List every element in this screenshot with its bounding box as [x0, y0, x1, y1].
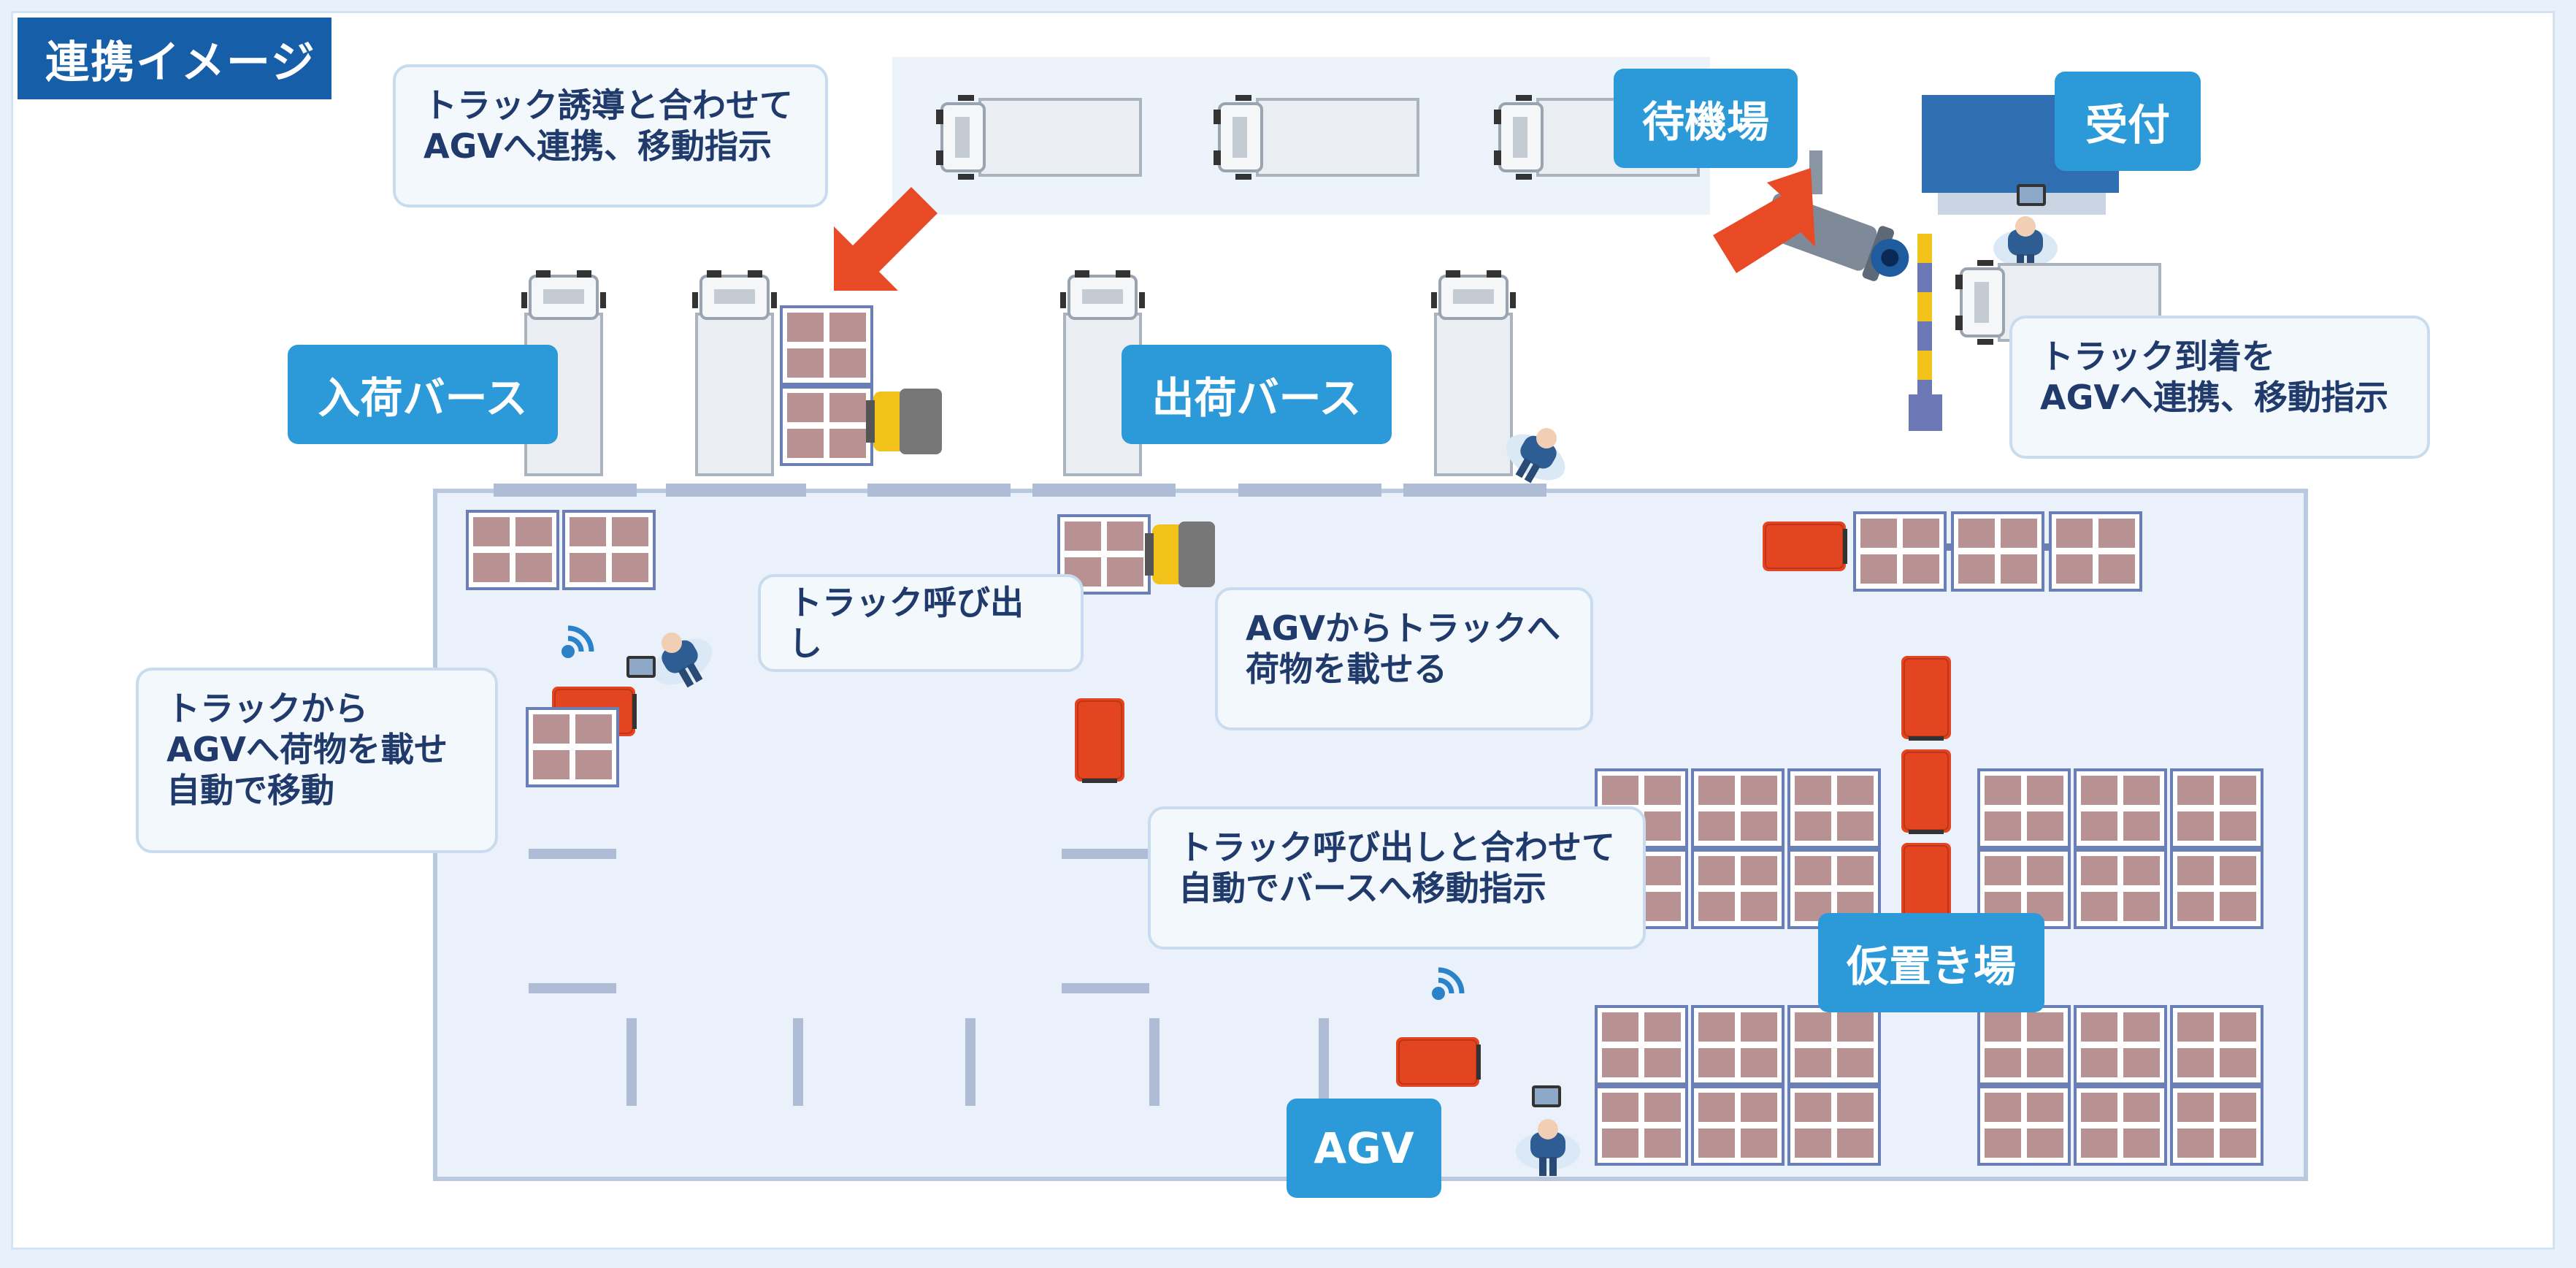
label-inbound-berth: 入荷バース [288, 345, 558, 444]
dock-bars [494, 484, 1546, 497]
agv-vehicle [1395, 1036, 1481, 1088]
tablet-icon [1532, 1085, 1561, 1107]
floor-markings [529, 849, 1329, 1106]
forklift [1145, 522, 1215, 587]
callout-call-move: トラック呼び出しと合わせて 自動でバースへ移動指示 [1148, 806, 1646, 950]
waiting-truck [1212, 93, 1419, 181]
guide-arrow [834, 183, 938, 291]
agv-vehicle [1901, 655, 1952, 741]
berth-truck [691, 269, 778, 476]
forklift [866, 389, 942, 454]
callout-truck-call: トラック呼び出し [758, 574, 1084, 672]
pallet [562, 510, 656, 590]
pallet [526, 707, 619, 787]
camera-arrow [1713, 168, 1815, 273]
tablet-icon [2017, 184, 2046, 206]
callout-truck-arrival: トラック到着を AGVへ連携、移動指示 [2009, 316, 2430, 459]
page-title: 連携イメージ [18, 18, 331, 99]
waiting-truck [935, 93, 1142, 181]
label-agv: AGV [1287, 1099, 1441, 1198]
callout-truck-guide: トラック誘導と合わせて AGVへ連携、移動指示 [393, 64, 828, 207]
pallet [780, 386, 873, 466]
pallet [466, 510, 559, 590]
agv-vehicle [1074, 698, 1125, 784]
tablet-icon [626, 656, 656, 678]
gate-barrier [1909, 234, 1942, 431]
label-outbound-berth: 出荷バース [1122, 345, 1392, 444]
pallet [1853, 511, 1947, 592]
label-temp-storage: 仮置き場 [1818, 913, 2044, 1012]
agv-vehicle [1901, 749, 1952, 835]
pallet [2049, 511, 2142, 592]
berth-truck [1430, 269, 1517, 476]
callout-agv-load: AGVからトラックへ 荷物を載せる [1215, 587, 1593, 730]
agv-vehicle [1762, 521, 1848, 572]
label-reception: 受付 [2055, 72, 2201, 171]
callout-truck-to-agv: トラックから AGVへ荷物を載せ 自動で移動 [136, 668, 498, 853]
pallet [1951, 511, 2044, 592]
pallet [780, 305, 873, 386]
label-waiting-area: 待機場 [1614, 69, 1798, 168]
